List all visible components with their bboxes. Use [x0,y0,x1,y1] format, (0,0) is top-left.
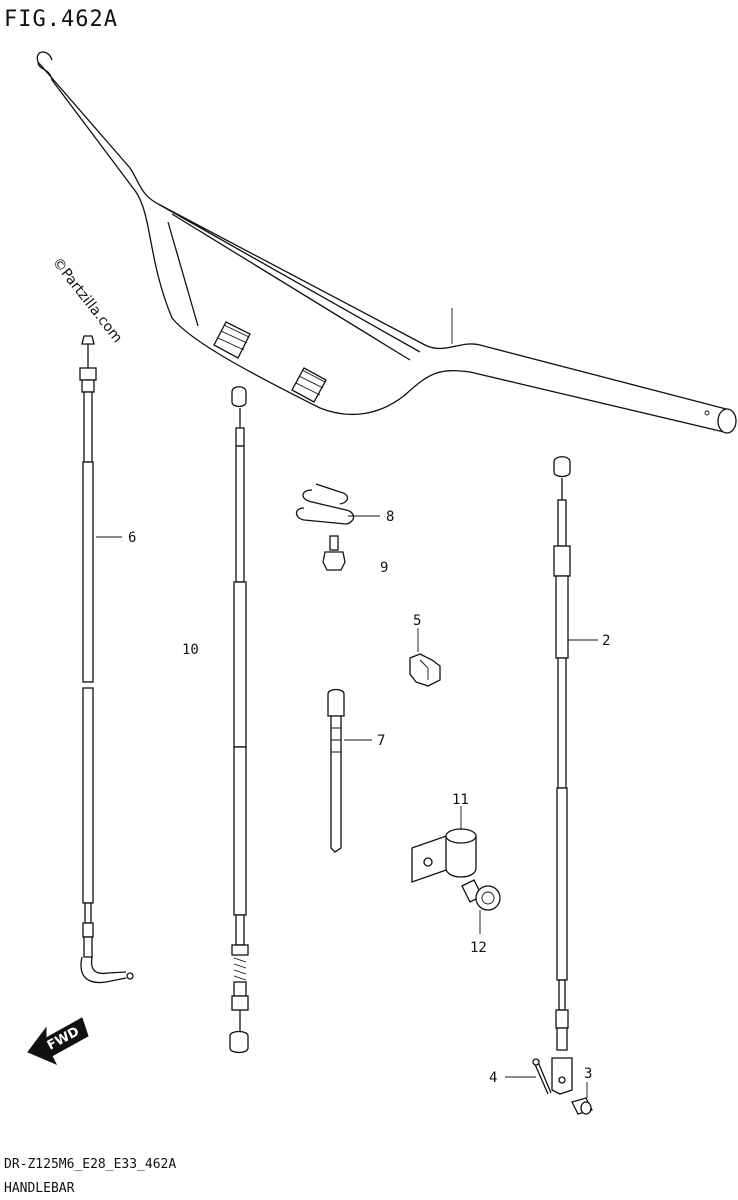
leader-lines [96,515,598,1098]
cable-10 [229,386,249,1054]
callout-10: 10 [182,642,199,658]
cable-2 [551,456,573,1095]
model-code: DR-Z125M6_E28_E33_462A [4,1157,176,1172]
clip-5 [409,653,441,687]
figure-title: FIG.462A [4,7,118,32]
bracket-11 [411,828,477,883]
callout-7: 7 [377,733,385,749]
callout-5: 5 [413,613,421,629]
callout-2: 2 [602,633,610,649]
callout-4: 4 [489,1070,497,1086]
cable-6 [79,335,134,984]
knurl-band-left [213,321,251,359]
callout-3: 3 [584,1066,592,1082]
callout-6: 6 [128,530,136,546]
callout-12: 12 [470,940,487,956]
callout-9: 9 [380,560,388,576]
handlebar [36,51,737,434]
callout-8: 8 [386,509,394,525]
section-name: HANDLEBAR [4,1181,75,1196]
screw-9 [322,535,346,571]
watermark: ©Partzilla.com [49,255,125,346]
cotter-pin-4 [532,1058,552,1095]
knurl-band-right [291,367,327,403]
callout-11: 11 [452,792,469,808]
cable-clamp-8 [295,483,355,525]
cable-tie-7 [327,688,345,853]
bolt-12 [461,879,501,911]
clevis-pin-3 [571,1097,593,1115]
fwd-direction-arrow: FWD [27,1017,89,1065]
